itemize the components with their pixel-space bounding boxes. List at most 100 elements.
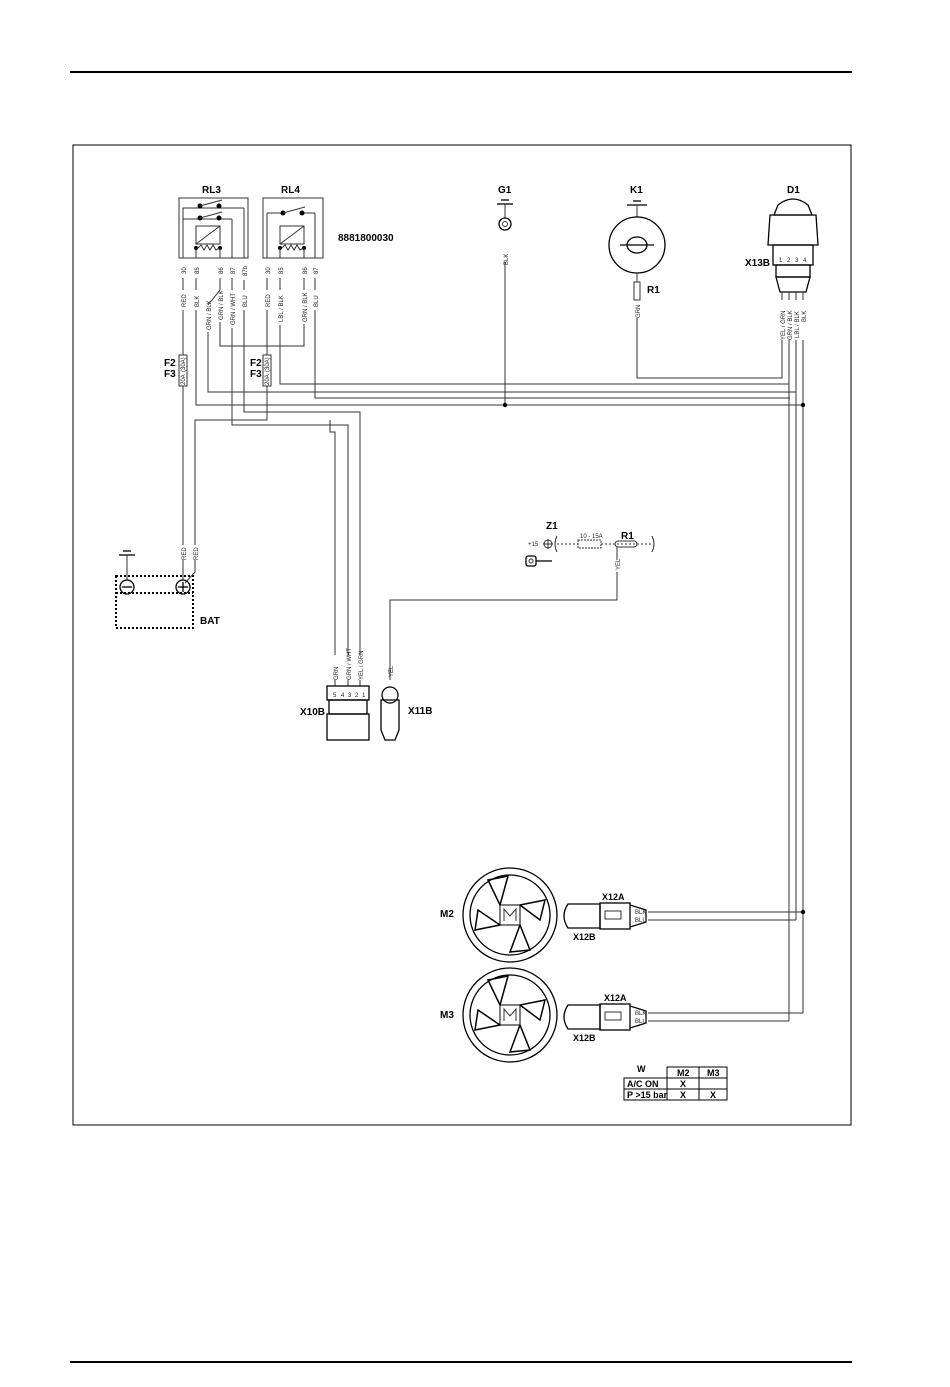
- svg-text:30: 30: [182, 267, 188, 274]
- svg-text:2: 2: [355, 693, 359, 699]
- svg-text:GRN / BLK: GRN / BLK: [207, 300, 213, 330]
- relay-rl4: RL4: [262, 185, 324, 259]
- svg-text:X12A: X12A: [604, 993, 627, 1003]
- ignition-z1: Z1 +15 10 - 15A R1 YEL: [525, 521, 655, 570]
- svg-text:X12A: X12A: [602, 892, 625, 902]
- svg-text:BLK: BLK: [635, 910, 646, 916]
- svg-text:RED: RED: [194, 547, 200, 560]
- fan-motor-m2: M2 X12A X12B BLK BLU: [440, 867, 647, 963]
- relay-pin-labels: 30 85 86 87 87b 30 85 86 87: [182, 265, 320, 276]
- svg-text:1: 1: [362, 693, 366, 699]
- svg-text:M3: M3: [707, 1068, 720, 1078]
- svg-text:GRN / BLK: GRN / BLK: [788, 310, 794, 340]
- svg-text:(30A): (30A): [181, 357, 187, 372]
- connector-x10b: GRN GRN / WHT YEL / GRN 5 4 3 2 1 X10B: [300, 648, 370, 741]
- svg-text:F3: F3: [164, 369, 176, 380]
- svg-text:BAT: BAT: [200, 616, 220, 627]
- part-number: 8881800030: [338, 233, 394, 244]
- svg-text:GRN / WHT: GRN / WHT: [347, 648, 353, 680]
- fan-motor-m3: M3 X12A X12B BLK BLU: [440, 967, 647, 1063]
- svg-text:D1: D1: [787, 185, 800, 196]
- svg-text:G1: G1: [498, 185, 512, 196]
- svg-text:GRN / BLK: GRN / BLK: [303, 292, 309, 322]
- svg-text:RED: RED: [182, 547, 188, 560]
- svg-text:F3: F3: [250, 369, 262, 380]
- svg-text:LBL / BLK: LBL / BLK: [279, 295, 285, 322]
- svg-text:RED: RED: [182, 294, 188, 307]
- svg-text:87: 87: [314, 267, 320, 274]
- svg-text:BLU: BLU: [243, 295, 249, 307]
- svg-text:2: 2: [787, 258, 791, 264]
- svg-text:GRN / BLK: GRN / BLK: [219, 290, 225, 320]
- svg-text:X12B: X12B: [573, 1033, 596, 1043]
- svg-text:M2: M2: [677, 1068, 690, 1078]
- svg-text:P >15 bar: P >15 bar: [627, 1090, 668, 1100]
- rl4-label: RL4: [281, 185, 300, 196]
- svg-text:1: 1: [779, 258, 783, 264]
- svg-text:YEL: YEL: [389, 665, 395, 677]
- svg-text:GRN: GRN: [636, 305, 642, 318]
- svg-text:10 - 15A: 10 - 15A: [580, 534, 603, 540]
- svg-text:4: 4: [803, 258, 807, 264]
- svg-text:85: 85: [279, 267, 285, 274]
- svg-text:BLU: BLU: [635, 1019, 647, 1025]
- connector-x11b: YEL X11B: [380, 665, 432, 741]
- activation-table: W M2 M3 A/C ON X P >15 bar X X: [623, 1064, 728, 1101]
- diagram-frame: [72, 144, 852, 1126]
- svg-text:30: 30: [266, 267, 272, 274]
- svg-text:3: 3: [348, 693, 352, 699]
- svg-text:20A: 20A: [265, 374, 271, 385]
- svg-text:F2: F2: [164, 358, 176, 369]
- pressure-switch-d1: D1 1 2 3 4 X13B YEL / GRN GRN / BLK LBL …: [745, 185, 819, 340]
- svg-text:86: 86: [303, 267, 309, 274]
- svg-text:YEL / GRN: YEL / GRN: [781, 311, 787, 340]
- svg-text:20A: 20A: [181, 374, 187, 385]
- svg-text:X12B: X12B: [573, 932, 596, 942]
- svg-text:X13B: X13B: [745, 258, 770, 269]
- rl3-label: RL3: [202, 185, 221, 196]
- svg-text:M3: M3: [440, 1010, 454, 1021]
- svg-text:BLU: BLU: [314, 295, 320, 307]
- svg-text:BLK: BLK: [504, 254, 510, 265]
- svg-text:YEL: YEL: [616, 558, 622, 570]
- battery: RED RED BAT: [115, 547, 220, 629]
- svg-text:W: W: [637, 1064, 646, 1074]
- svg-text:85: 85: [195, 267, 201, 274]
- svg-text:X11B: X11B: [408, 706, 432, 717]
- svg-text:Z1: Z1: [546, 521, 558, 532]
- relay-rl3: RL3: [178, 185, 249, 259]
- svg-text:LBL / BLK: LBL / BLK: [795, 311, 801, 338]
- svg-text:R1: R1: [621, 531, 634, 542]
- svg-text:RED: RED: [266, 294, 272, 307]
- junction-dots: [502, 402, 806, 915]
- svg-text:BLK: BLK: [195, 296, 201, 307]
- svg-text:+15: +15: [528, 542, 539, 548]
- svg-text:GRN: GRN: [334, 667, 340, 680]
- svg-text:BLK: BLK: [802, 311, 808, 322]
- svg-text:BLK: BLK: [635, 1011, 646, 1017]
- svg-text:YEL / GRN: YEL / GRN: [359, 651, 365, 680]
- svg-text:X10B: X10B: [300, 707, 325, 718]
- svg-text:5: 5: [333, 693, 337, 699]
- svg-text:A/C ON: A/C ON: [627, 1079, 659, 1089]
- svg-text:K1: K1: [630, 185, 643, 196]
- svg-text:(30A): (30A): [265, 357, 271, 372]
- svg-text:X: X: [680, 1090, 686, 1100]
- svg-text:GRN / WHT: GRN / WHT: [231, 293, 237, 325]
- svg-text:X: X: [710, 1090, 716, 1100]
- svg-text:R1: R1: [647, 285, 660, 296]
- wiring-harness: [182, 262, 804, 1022]
- svg-text:87: 87: [231, 267, 237, 274]
- horn-k1: K1 R1 GRN: [608, 185, 666, 318]
- svg-text:87b: 87b: [243, 265, 249, 276]
- svg-text:X: X: [680, 1079, 686, 1089]
- svg-text:86: 86: [219, 267, 225, 274]
- svg-text:F2: F2: [250, 358, 262, 369]
- relay-wire-labels: RED BLK GRN / BLK GRN / BLK GRN / WHT BL…: [182, 290, 320, 330]
- ground-g1: G1 BLK: [497, 185, 513, 265]
- fuses-f2-f3: F2 F3 20A (30A) F2 F3 20A (30A): [164, 354, 272, 387]
- svg-text:BLU: BLU: [635, 918, 647, 924]
- svg-text:M2: M2: [440, 909, 454, 920]
- svg-text:4: 4: [341, 693, 345, 699]
